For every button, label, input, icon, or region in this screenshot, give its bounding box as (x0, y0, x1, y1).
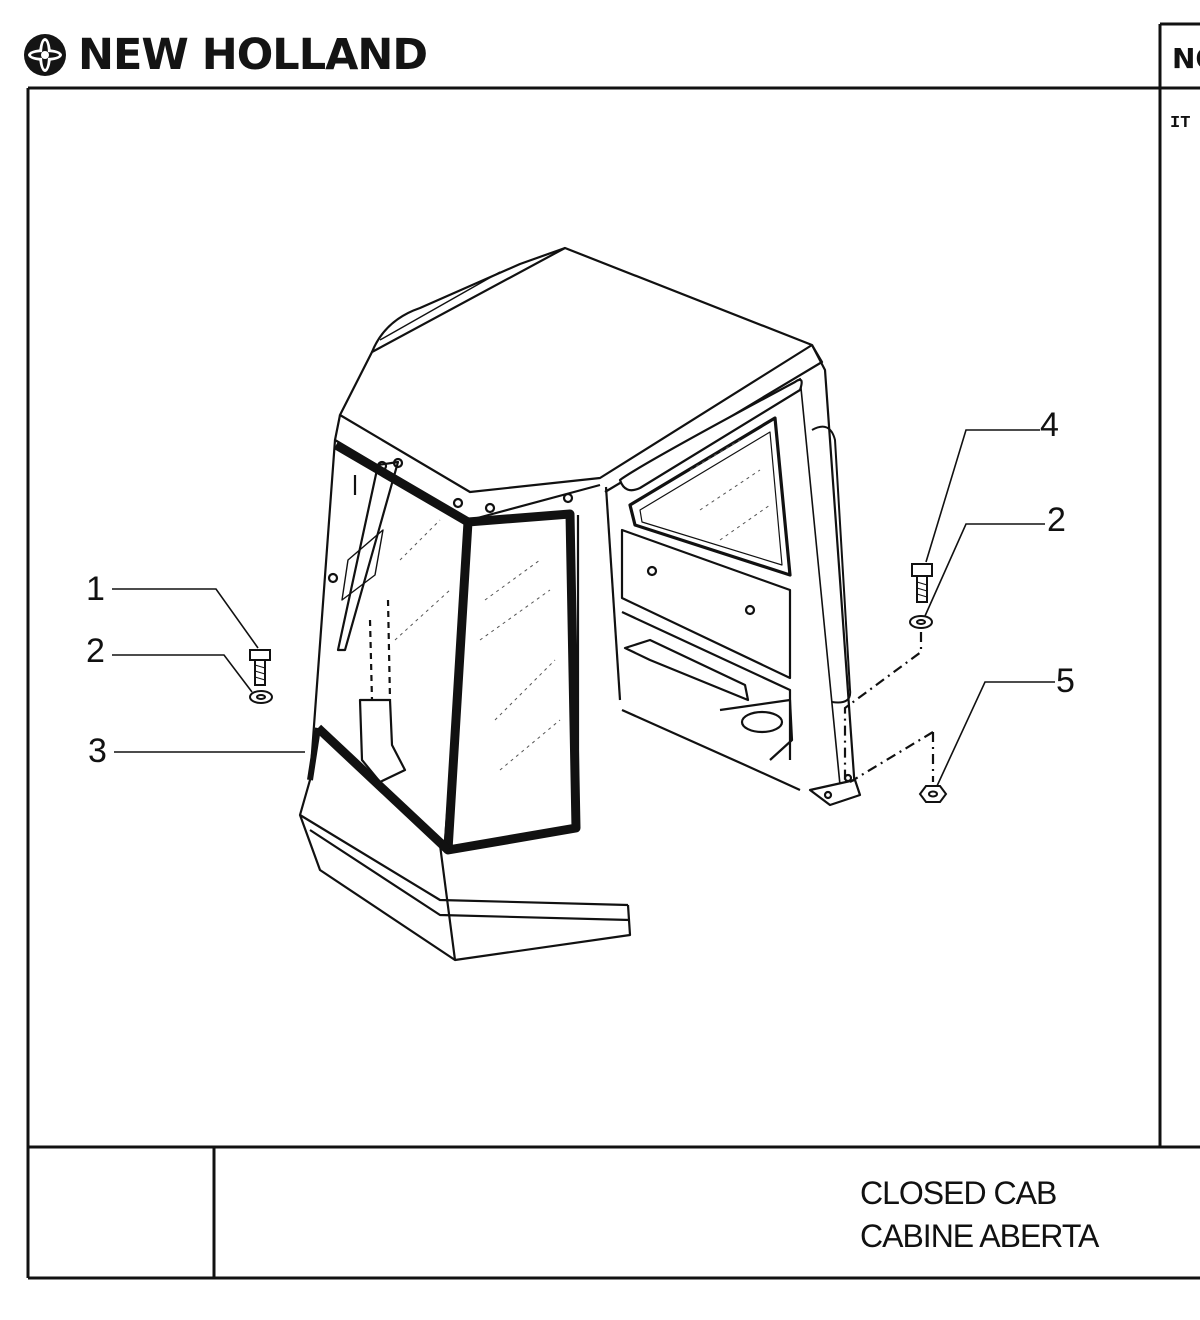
cab-illustration (298, 246, 862, 962)
side-panel-column-label: IT (1170, 114, 1191, 133)
washer-left (249, 690, 273, 704)
title-english: CLOSED CAB (860, 1175, 1057, 1211)
callout-4: 4 (1040, 406, 1059, 444)
brand-name: NEW HOLLAND (78, 30, 428, 80)
washer-right (909, 615, 933, 629)
callout-1: 1 (86, 570, 105, 608)
bolt-right (911, 563, 933, 603)
callout-2-right: 2 (1047, 501, 1066, 539)
nut-right (918, 785, 948, 803)
callout-3: 3 (88, 732, 107, 770)
bolt-left (249, 649, 271, 686)
callout-2-left: 2 (86, 632, 105, 670)
title-portuguese: CABINE ABERTA (860, 1218, 1099, 1254)
callout-5: 5 (1056, 662, 1075, 700)
side-panel-header: NO (1172, 42, 1200, 75)
sheet-frame (26, 22, 1200, 1280)
assembly-lines (843, 632, 935, 783)
brand: NEW HOLLAND (22, 30, 428, 80)
callout-leaders (112, 429, 1055, 787)
new-holland-leaf-icon (24, 34, 66, 76)
